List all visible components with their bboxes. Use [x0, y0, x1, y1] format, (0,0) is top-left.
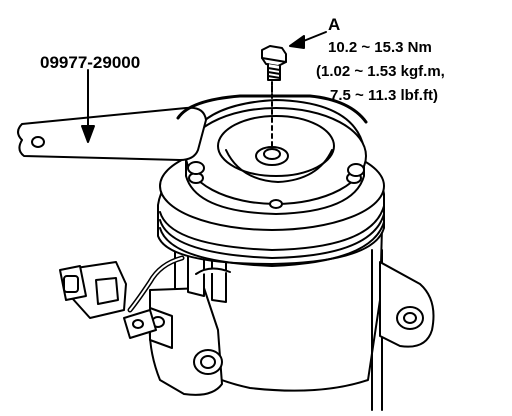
special-tool-holder [17, 94, 368, 177]
torque-spec-line-1: 10.2 ~ 15.3 Nm [328, 39, 432, 56]
compressor-body [148, 227, 435, 411]
bolt-label: A [328, 15, 340, 34]
torque-spec-line-3: 7.5 ~ 11.3 lbf.ft) [330, 87, 438, 104]
tool-part-number-label: 09977-29000 [40, 53, 140, 72]
clutch-wire-connector [59, 255, 185, 339]
tool-leader-arrow [81, 69, 95, 143]
bolt-leader-arrow [289, 31, 327, 49]
bolt-a [261, 45, 287, 97]
torque-spec-line-2: (1.02 ~ 1.53 kgf.m, [316, 63, 445, 80]
clutch-hub [185, 85, 367, 215]
